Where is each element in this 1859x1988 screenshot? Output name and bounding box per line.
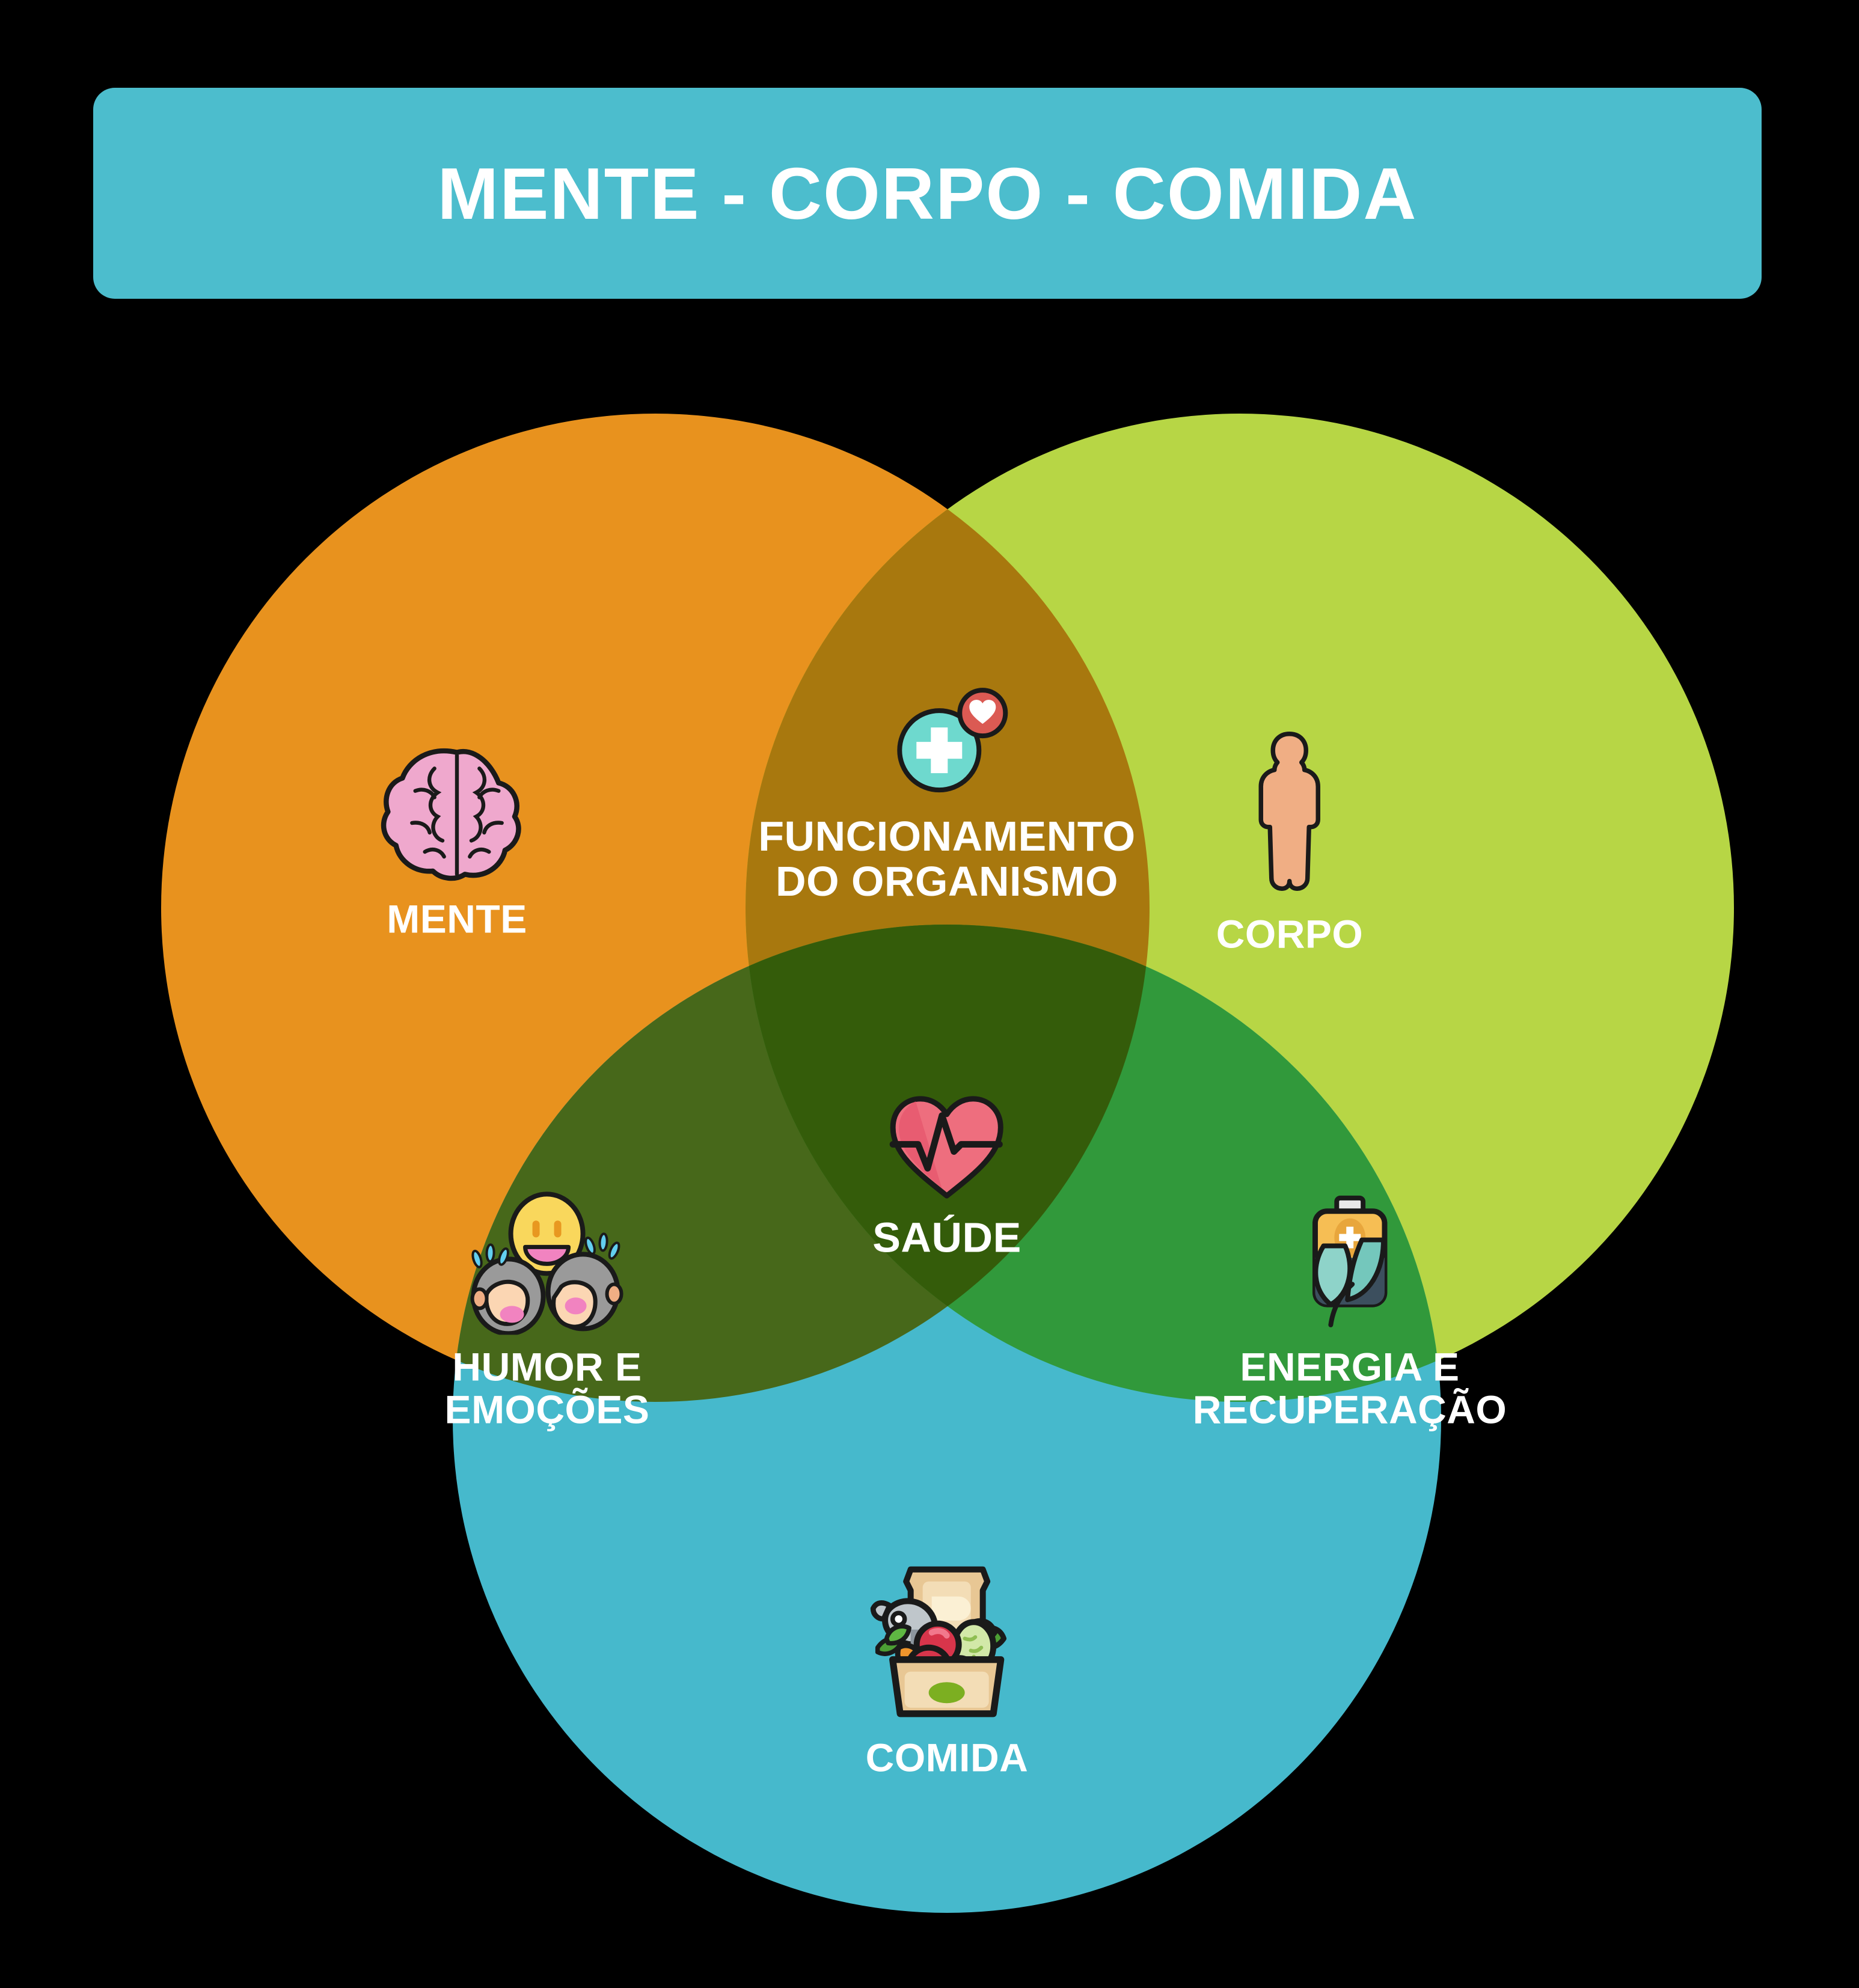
venn-zone-funcionamento[interactable]: FUNCIONAMENTO DO ORGANISMO [758, 683, 1135, 904]
human-body-icon [1245, 728, 1335, 902]
page-title: MENTE - CORPO - COMIDA [437, 152, 1418, 234]
venn-label-humor: HUMOR E EMOÇÕES [444, 1344, 650, 1431]
venn-zone-humor[interactable]: HUMOR E EMOÇÕES [445, 1190, 650, 1430]
venn-label-corpo: CORPO [1216, 911, 1364, 956]
medical-cross-heart-icon [884, 683, 1010, 803]
venn-zone-corpo[interactable]: CORPO [1216, 728, 1364, 956]
grocery-box-icon [866, 1552, 1028, 1726]
venn-zone-mente[interactable]: MENTE [376, 743, 538, 941]
venn-diagram: MENTE CORPO FUNCIONAMENTO DO ORGANISMO [0, 301, 1859, 1988]
venn-label-funcionamento: FUNCIONAMENTO DO ORGANISMO [758, 813, 1136, 905]
venn-label-mente: MENTE [387, 896, 527, 941]
battery-leaf-icon [1279, 1190, 1420, 1335]
venn-label-energia: ENERGIA E RECUPERAÇÃO [1192, 1344, 1507, 1431]
venn-zone-energia[interactable]: ENERGIA E RECUPERAÇÃO [1193, 1190, 1507, 1430]
overlap-mente-comida[interactable] [453, 925, 1441, 1913]
heartbeat-icon [882, 1084, 1011, 1205]
overlap-corpo-comida[interactable] [453, 925, 1441, 1913]
venn-zone-comida[interactable]: COMIDA [866, 1552, 1029, 1779]
brain-icon [376, 743, 538, 887]
happy-faces-icon [463, 1190, 631, 1336]
title-banner: MENTE - CORPO - COMIDA [93, 88, 1762, 299]
venn-label-saude: SAÚDE [872, 1214, 1021, 1261]
venn-zone-saude[interactable]: SAÚDE [872, 1084, 1021, 1261]
venn-label-comida: COMIDA [865, 1735, 1029, 1780]
